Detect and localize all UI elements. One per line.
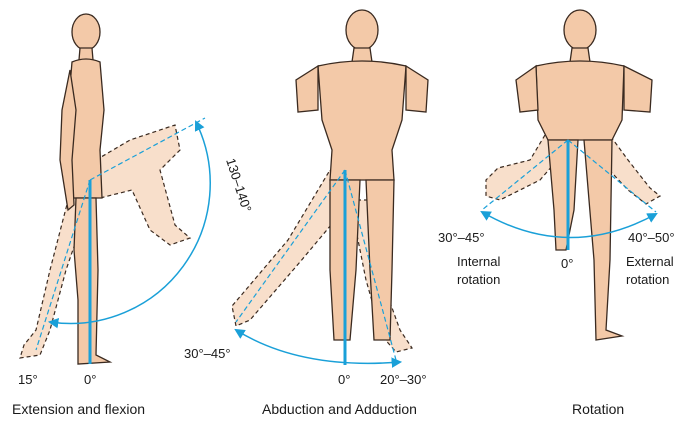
internal-rotation-label-line2: rotation — [457, 272, 500, 287]
neutral-angle-label-2: 0° — [338, 372, 350, 387]
caption-extension-flexion: Extension and flexion — [12, 401, 145, 417]
adduction-angle-label: 20°–30° — [380, 372, 427, 387]
internal-rotation-angle-label: 30°–45° — [438, 230, 485, 245]
external-rotation-label-line2: rotation — [626, 272, 669, 287]
flexed-leg-ghost — [95, 124, 192, 246]
internal-rotation-line — [481, 139, 569, 211]
caption-abduction-adduction: Abduction and Adduction — [262, 401, 417, 417]
standing-figure-front — [295, 9, 429, 341]
external-rotation-angle-label: 40°–50° — [628, 230, 675, 245]
panel-abduction-adduction: 30°–45° 0° 20°–30° Abduction and Adducti… — [184, 9, 429, 417]
flexion-arc — [47, 120, 211, 329]
abduction-line — [235, 169, 346, 323]
external-rotation-line — [567, 139, 657, 213]
extension-angle-label: 15° — [18, 372, 38, 387]
abduction-angle-label: 30°–45° — [184, 346, 231, 361]
internal-rotation-label-line1: Internal — [457, 254, 500, 269]
caption-rotation: Rotation — [572, 401, 624, 417]
neutral-angle-label-3: 0° — [561, 256, 573, 271]
panel-extension-flexion: 130–140° 15° 0° Extension and flexion — [12, 13, 255, 417]
flexion-angle-label: 130–140° — [223, 156, 255, 214]
adduction-line — [344, 169, 397, 361]
panel-rotation: 30°–45° Internal rotation 0° 40°–50° Ext… — [438, 9, 675, 417]
neutral-angle-label-1: 0° — [84, 372, 96, 387]
external-rotation-label-line1: External — [626, 254, 674, 269]
internal-rotation-leg-ghost — [485, 128, 567, 201]
abduction-adduction-arc — [234, 328, 403, 368]
rotation-arc — [480, 210, 658, 239]
